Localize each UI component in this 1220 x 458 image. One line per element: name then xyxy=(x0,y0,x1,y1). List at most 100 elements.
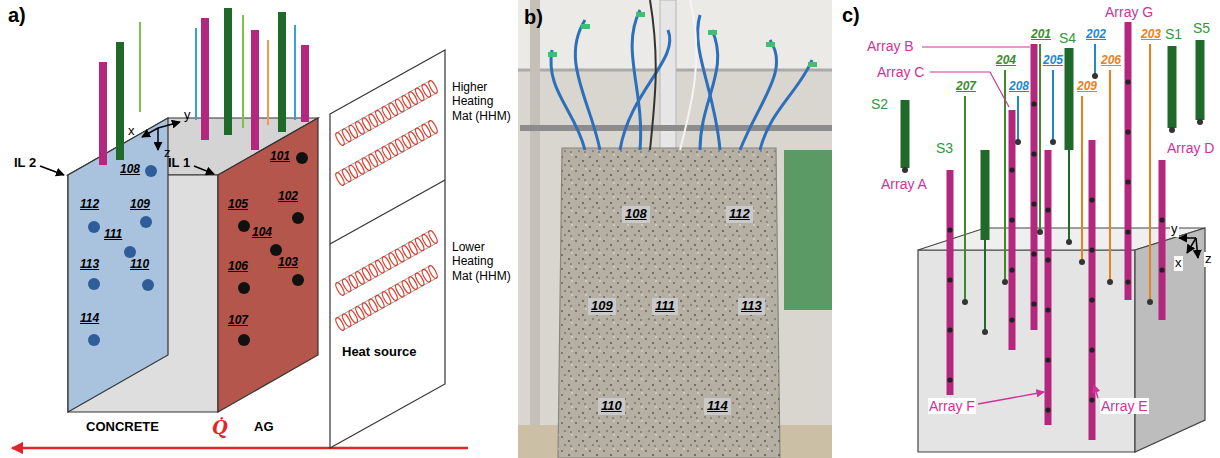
panel-letter: a) xyxy=(8,4,26,27)
sensor-number: 103 xyxy=(278,256,298,270)
sensor-dot xyxy=(238,220,250,232)
measuring-point xyxy=(1045,357,1050,362)
sensor-number: 114 xyxy=(704,398,731,415)
sensor-label: S1 xyxy=(1164,26,1183,42)
sensor-stem xyxy=(1068,150,1070,240)
heating-coil xyxy=(348,274,359,289)
heating-coil xyxy=(348,124,359,139)
sensor-label: S5 xyxy=(1192,20,1211,36)
panel-c-drawing xyxy=(902,22,1205,452)
array-label: Array B xyxy=(866,38,915,54)
sensor-label: S3 xyxy=(935,140,954,156)
sensor-cable xyxy=(551,50,585,150)
heating-coil xyxy=(354,305,365,320)
cable-tag xyxy=(808,62,817,67)
sensor-rod xyxy=(201,18,209,140)
sensor-dot xyxy=(88,278,100,290)
heating-coil xyxy=(348,164,359,179)
sensor-dot xyxy=(145,165,157,177)
axis-label: x xyxy=(1174,256,1183,271)
measuring-point xyxy=(1089,347,1094,352)
sensor-number: 101 xyxy=(270,150,290,164)
sensor-dot xyxy=(124,246,136,258)
heating-coil xyxy=(354,270,365,285)
probe-wire xyxy=(1081,96,1083,260)
sensor-tip xyxy=(982,329,988,335)
sensor-tip xyxy=(1169,127,1175,133)
sensor-number: 111 xyxy=(104,228,122,242)
sensor-dot xyxy=(88,221,100,233)
measuring-point xyxy=(947,227,952,232)
heating-coil xyxy=(341,168,352,183)
cable-tag xyxy=(548,52,557,57)
probe-number: 209 xyxy=(1076,80,1098,94)
measuring-point xyxy=(1009,217,1014,222)
thermocouple-array xyxy=(1009,110,1016,350)
heating-coil xyxy=(334,282,345,297)
sensor-dot xyxy=(296,152,308,164)
sensor-cable xyxy=(620,30,670,150)
sensor-number: 112 xyxy=(726,206,753,223)
heating-coil xyxy=(341,278,352,293)
concrete-interface xyxy=(68,118,168,412)
heating-coil xyxy=(334,172,345,187)
heating-coil xyxy=(401,134,412,149)
axis-arrow xyxy=(158,122,180,128)
sensor-dot xyxy=(292,212,304,224)
thermocouple-array xyxy=(947,170,954,395)
heat-flux-symbol: Q̇ xyxy=(212,418,228,439)
heating-coil xyxy=(381,146,392,161)
sensor-rod xyxy=(195,28,197,120)
probe-number: 203 xyxy=(1140,28,1162,42)
leader-line xyxy=(930,72,1009,107)
axis-arrow xyxy=(142,128,158,137)
sensor-rod xyxy=(294,25,296,120)
heating-coil xyxy=(414,272,425,287)
post xyxy=(530,0,540,458)
heating-coil xyxy=(421,123,432,138)
sensor-dot xyxy=(142,279,154,291)
wire xyxy=(680,0,696,150)
pointer-arrow xyxy=(1094,385,1098,398)
heating-coil xyxy=(348,309,359,324)
sensor-number: 111 xyxy=(652,298,678,315)
measuring-point xyxy=(1031,151,1036,156)
pointer-arrow xyxy=(194,166,214,174)
sensor-number: 108 xyxy=(622,206,650,223)
green-tarp xyxy=(784,150,832,310)
sensor-tip xyxy=(902,167,908,173)
sensor-dot xyxy=(238,334,250,346)
probe-tip xyxy=(1079,259,1085,265)
measuring-point xyxy=(1045,407,1050,412)
array-label: Array F xyxy=(928,398,976,414)
sensor-label: S4 xyxy=(1058,30,1077,46)
heating-coil xyxy=(421,233,432,248)
heating-coil xyxy=(354,160,365,175)
heating-coil xyxy=(368,113,379,128)
sensor-cable xyxy=(760,60,812,150)
heating-coil xyxy=(427,120,438,135)
probe-wire xyxy=(1039,44,1041,230)
probe-tip xyxy=(1092,73,1098,79)
sensor-label: S2 xyxy=(870,96,889,112)
heating-coil xyxy=(368,298,379,313)
measuring-point xyxy=(1089,297,1094,302)
sensor-number: 105 xyxy=(228,198,248,212)
sensor-number: 109 xyxy=(130,198,150,212)
heating-coil xyxy=(334,132,345,147)
measuring-point xyxy=(1125,79,1130,84)
mat-label: Lower Heating Mat (HHM) xyxy=(452,240,516,283)
sensor-rod xyxy=(99,62,107,165)
sensor-rod xyxy=(139,22,141,112)
measuring-point xyxy=(1125,179,1130,184)
axis-arrow xyxy=(1179,237,1196,239)
sensor-dot xyxy=(140,216,152,228)
heat-flow-arrow xyxy=(12,447,468,450)
sensor-housing xyxy=(901,100,910,168)
measuring-point xyxy=(1009,267,1014,272)
sensor-rod xyxy=(224,8,232,135)
sensor-number: 107 xyxy=(228,314,248,328)
sensor-cable xyxy=(698,15,720,150)
heating-coil xyxy=(394,283,405,298)
